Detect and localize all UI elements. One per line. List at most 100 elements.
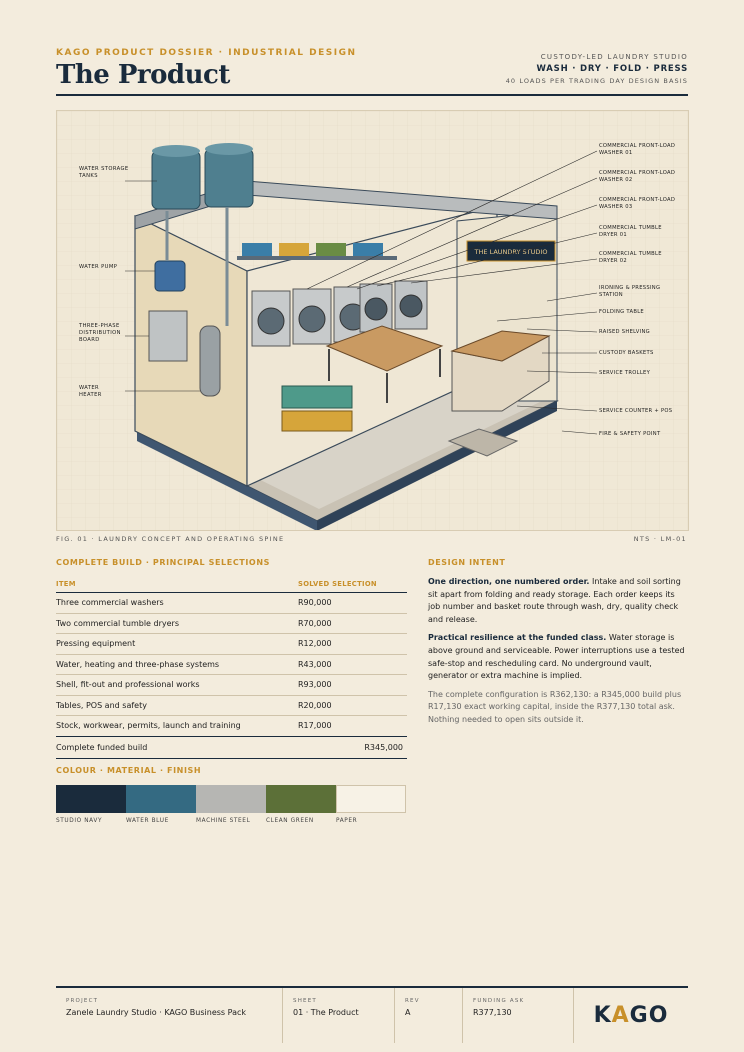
design-intent-text: One direction, one numbered order. Intak… [428, 576, 688, 733]
table-row: Two commercial tumble dryers R70,000 [56, 614, 407, 634]
callout-ironing-station: IRONING & PRESSING STATION [599, 285, 661, 298]
figure-caption: FIG. 01 · LAUNDRY CONCEPT AND OPERATING … [56, 535, 285, 543]
intent-heading: DESIGN INTENT [428, 558, 506, 567]
intent-paragraph-3: The complete configuration is R362,130: … [428, 689, 682, 724]
intent-paragraph-1: One direction, one numbered order. Intak… [428, 576, 688, 626]
laundry-studio-illustration: THE LAUNDRY STUDIO [56, 110, 689, 531]
row-item: Stock, workwear, permits, launch and tra… [56, 721, 241, 731]
callout-fire-safety: FIRE & SAFETY POINT [599, 431, 661, 437]
colour-heading: COLOUR · MATERIAL · FINISH [56, 766, 202, 775]
swatch-water-blue: WATER BLUE [126, 785, 196, 824]
table-total-row: Complete funded build R345,000 [56, 735, 407, 759]
header-rule [56, 94, 688, 96]
swatch-chip [336, 785, 406, 813]
row-item: Shell, fit-out and professional works [56, 680, 200, 690]
build-heading: COMPLETE BUILD · PRINCIPAL SELECTIONS [56, 558, 270, 567]
table-header-row: ITEM SOLVED SELECTION [56, 576, 407, 593]
swatch-chip [196, 785, 266, 813]
footer-project: PROJECT Zanele Laundry Studio · KAGO Bus… [56, 988, 283, 1043]
callout-raised-shelving: RAISED SHELVING [599, 329, 650, 335]
swatch-chip [126, 785, 196, 813]
row-value: R20,000 [298, 700, 332, 710]
row-item: Tables, POS and safety [56, 700, 147, 710]
header-meta-line1: CUSTODY-LED LAUNDRY STUDIO [540, 53, 688, 61]
row-value: R17,000 [298, 721, 332, 731]
row-item: Two commercial tumble dryers [56, 618, 179, 628]
footer-rev-value: A [405, 1008, 411, 1017]
dossier-kicker: KAGO PRODUCT DOSSIER · INDUSTRIAL DESIGN [56, 48, 357, 58]
callout-washer-03: COMMERCIAL FRONT-LOAD WASHER 03 [599, 197, 676, 210]
row-value: R43,000 [298, 659, 332, 669]
swatch-label: WATER BLUE [126, 818, 169, 824]
table-row: Tables, POS and safety R20,000 [56, 696, 407, 716]
logo-part-accent: A [611, 1003, 630, 1028]
total-value: R345,000 [364, 742, 403, 752]
callout-water-pump: WATER PUMP [79, 264, 118, 270]
footer-sheet-label: SHEET [293, 998, 317, 1004]
colour-swatches: STUDIO NAVY WATER BLUE MACHINE STEEL CLE… [56, 785, 406, 824]
header-meta-line3: 40 LOADS PER TRADING DAY DESIGN BASIS [505, 77, 688, 85]
title-block-footer: PROJECT Zanele Laundry Studio · KAGO Bus… [56, 986, 688, 1043]
col-selection-header: SOLVED SELECTION [298, 580, 377, 588]
row-value: R93,000 [298, 680, 332, 690]
intent-p1-lead: One direction, one numbered order. [428, 577, 590, 586]
callout-washer-02: COMMERCIAL FRONT-LOAD WASHER 02 [599, 170, 676, 183]
header-meta: CUSTODY-LED LAUNDRY STUDIO WASH · DRY · … [506, 53, 688, 85]
swatch-label: PAPER [336, 818, 358, 824]
row-item: Water, heating and three-phase systems [56, 659, 220, 669]
table-row: Three commercial washers R90,000 [56, 593, 407, 614]
intent-p2-body: Water storage is above ground and servic… [428, 633, 685, 681]
callout-water-storage-tanks: WATER STORAGE TANKS [79, 166, 129, 179]
swatch-chip [56, 785, 126, 813]
footer-rev: REV A [395, 988, 463, 1043]
footer-sheet: SHEET 01 · The Product [283, 988, 395, 1043]
footer-project-value: Zanele Laundry Studio · KAGO Business Pa… [66, 1008, 247, 1017]
table-row: Shell, fit-out and professional works R9… [56, 675, 407, 696]
callout-dryer-01: COMMERCIAL TUMBLE DRYER 01 [599, 225, 662, 238]
swatch-machine-steel: MACHINE STEEL [196, 785, 266, 824]
header-meta-line2: WASH · DRY · FOLD · PRESS [536, 64, 688, 74]
footer-ask-value: R377,130 [473, 1008, 512, 1017]
callout-water-heater: WATER HEATER [79, 385, 102, 398]
swatch-studio-navy: STUDIO NAVY [56, 785, 126, 824]
table-row: Stock, workwear, permits, launch and tra… [56, 716, 407, 736]
build-table: ITEM SOLVED SELECTION Three commercial w… [56, 576, 407, 759]
callout-dryer-02: COMMERCIAL TUMBLE DRYER 02 [599, 251, 662, 264]
figure-reference: NTS · LM-01 [633, 535, 687, 543]
footer-project-label: PROJECT [66, 998, 99, 1004]
row-item: Three commercial washers [56, 598, 164, 608]
logo-part: K [593, 1003, 612, 1028]
table-row: Water, heating and three-phase systems R… [56, 655, 407, 675]
row-item: Pressing equipment [56, 639, 136, 649]
callout-custody-baskets: CUSTODY BASKETS [599, 350, 654, 356]
intent-paragraph-2: Practical resilience at the funded class… [428, 632, 688, 682]
swatch-label: MACHINE STEEL [196, 818, 251, 824]
callout-folding-table: FOLDING TABLE [599, 309, 644, 315]
col-item-header: ITEM [56, 580, 76, 588]
callout-distribution-board: THREE-PHASE DISTRIBUTION BOARD [79, 323, 121, 343]
intent-p2-lead: Practical resilience at the funded class… [428, 633, 607, 643]
total-label: Complete funded build [56, 742, 148, 752]
row-value: R12,000 [298, 639, 332, 649]
row-value: R70,000 [298, 618, 332, 628]
callout-service-counter: SERVICE COUNTER + POS [599, 408, 673, 414]
swatch-label: STUDIO NAVY [56, 818, 103, 824]
callout-service-trolley: SERVICE TROLLEY [599, 370, 651, 376]
callout-washer-01: COMMERCIAL FRONT-LOAD WASHER 01 [599, 143, 676, 156]
footer-ask: FUNDING ASK R377,130 [463, 988, 574, 1043]
footer-ask-label: FUNDING ASK [473, 998, 525, 1004]
footer-sheet-value: 01 · The Product [293, 1008, 359, 1017]
swatch-paper: PAPER [336, 785, 406, 824]
page-title: The Product [56, 60, 230, 90]
swatch-label: CLEAN GREEN [266, 818, 314, 824]
swatch-clean-green: CLEAN GREEN [266, 785, 336, 824]
footer-rev-label: REV [405, 998, 420, 1004]
studio-sign-text: THE LAUNDRY STUDIO [474, 248, 548, 256]
intent-p1-body: Intake and soil sorting sit apart from f… [428, 577, 681, 624]
table-row: Pressing equipment R12,000 [56, 634, 407, 655]
row-value: R90,000 [298, 598, 332, 608]
logo-part: GO [629, 1003, 669, 1028]
cutaway-drawing: THE LAUNDRY STUDIO [57, 111, 688, 531]
swatch-chip [266, 785, 336, 813]
